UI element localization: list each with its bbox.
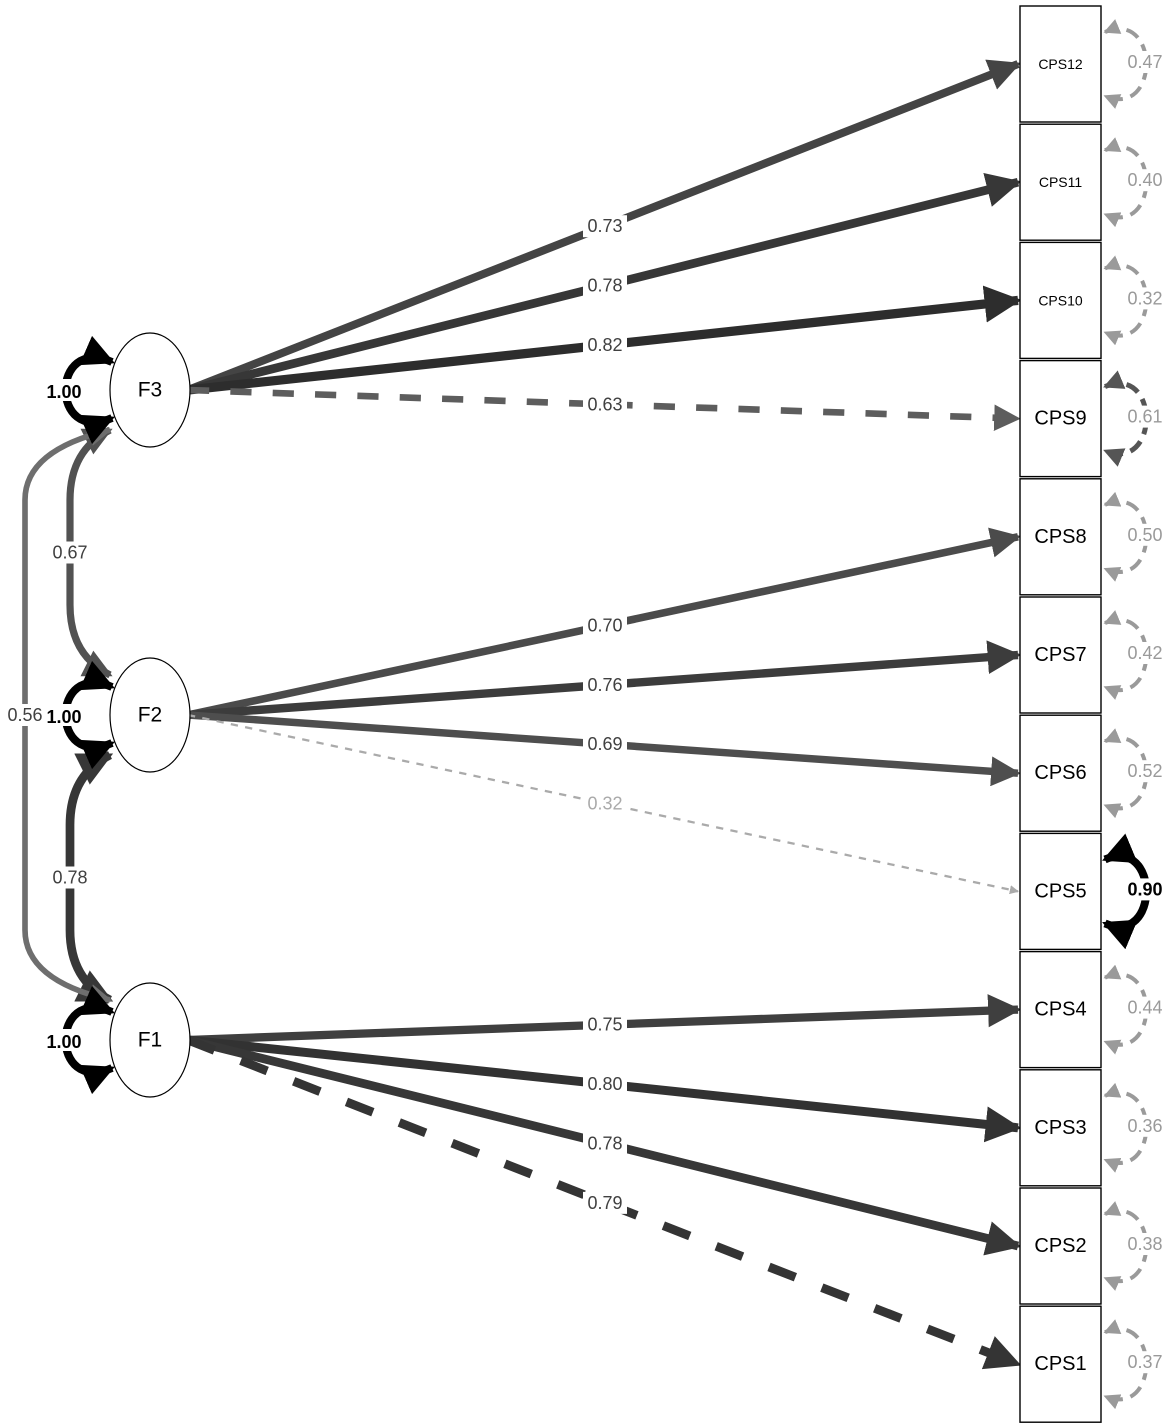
indicator-label-cps9: CPS9 [1034,408,1086,430]
residual-label-bg [1125,642,1167,664]
residual-label-bg [1125,996,1167,1019]
residual-label-bg [1125,287,1167,310]
indicator-box-cps12 [1019,5,1102,123]
indicator-label-cps10: CPS10 [1038,292,1083,308]
loading-value-cps1: 0.79 [587,1193,622,1213]
residual-value-cps12: 0.47 [1127,52,1162,72]
loading-path-f3-cps9 [187,386,1021,432]
indicator-label-cps3: CPS3 [1034,1117,1086,1139]
loading-value-cps10: 0.82 [587,335,622,355]
factor-node-f1 [109,982,191,1098]
covariance-label-bg [48,866,92,889]
factor-node-f2 [109,657,191,773]
loading-label-bg [583,1132,627,1155]
indicator-box-cps3 [1019,1069,1102,1187]
loading-value-cps3: 0.80 [587,1074,622,1094]
residual-label-bg [1125,760,1167,783]
residual-label-bg [1125,1233,1167,1255]
factor-label-f2: F2 [138,704,163,727]
loading-value-cps2: 0.78 [587,1133,622,1153]
covariance-label-bg [3,704,47,726]
indicator-box-cps8 [1019,478,1102,596]
residual-value-cps7: 0.42 [1127,643,1162,663]
residual-value-cps6: 0.52 [1127,761,1162,781]
indicator-label-cps7: CPS7 [1034,644,1086,666]
indicator-box-cps9 [1019,359,1102,478]
loading-label-bg [583,673,627,696]
loading-label-bg [583,792,627,815]
indicator-label-cps1: CPS1 [1034,1353,1086,1375]
covariance-value-f2-f1: 0.78 [52,868,87,888]
residual-label-bg [1125,51,1167,73]
indicator-label-cps8: CPS8 [1034,526,1086,548]
residual-value-cps3: 0.36 [1127,1116,1162,1136]
indicator-label-cps5: CPS5 [1034,880,1086,902]
loading-label-bg [583,393,627,416]
indicator-label-cps12: CPS12 [1038,56,1083,72]
covariance-value-f3-f1: 0.56 [7,705,42,725]
residual-value-cps4: 0.44 [1127,998,1162,1018]
residual-label-bg [1125,169,1167,192]
loading-value-cps9: 0.63 [587,394,622,414]
loading-value-cps4: 0.75 [587,1015,622,1035]
loading-value-cps11: 0.78 [587,276,622,296]
variance-value-f1: 1.00 [46,1032,81,1052]
indicator-label-cps4: CPS4 [1034,999,1086,1021]
indicator-box-cps1 [1019,1305,1102,1423]
residual-label-bg [1125,405,1167,428]
loading-value-cps6: 0.69 [587,734,622,754]
indicator-box-cps7 [1019,596,1102,714]
residual-label-bg [1125,878,1167,901]
residual-label-bg [1125,1351,1167,1374]
variance-label-bg [42,379,86,401]
indicator-label-cps2: CPS2 [1034,1235,1086,1257]
residual-value-cps10: 0.32 [1127,288,1162,308]
variance-label-bg [42,704,86,726]
covariance-value-f3-f2: 0.67 [52,543,87,563]
indicator-label-cps6: CPS6 [1034,762,1086,784]
indicator-box-cps5 [1019,832,1102,951]
loading-label-bg [583,614,627,637]
residual-value-cps1: 0.37 [1127,1352,1162,1372]
indicator-label-cps11: CPS11 [1039,174,1083,190]
residual-label-bg [1125,1114,1167,1137]
loading-path-f1-cps1 [186,1035,1022,1370]
loading-label-bg [583,333,627,356]
indicator-box-cps11 [1019,123,1102,241]
loading-value-cps12: 0.73 [587,216,622,236]
residual-value-cps8: 0.50 [1127,525,1162,545]
loading-value-cps7: 0.76 [587,675,622,695]
indicator-box-cps6 [1019,714,1102,832]
loading-label-bg [583,733,627,756]
loading-value-cps5: 0.32 [587,794,622,814]
loading-label-bg [583,215,627,238]
indicator-box-cps4 [1019,950,1102,1069]
loading-label-bg [583,1191,627,1214]
loading-label-bg [583,274,627,297]
variance-value-f3: 1.00 [46,382,81,402]
factor-node-f3 [109,332,191,448]
indicator-box-cps10 [1019,241,1102,360]
loading-label-bg [583,1073,627,1096]
residual-label-bg [1125,523,1167,546]
residual-value-cps9: 0.61 [1127,407,1162,427]
residual-value-cps5: 0.90 [1127,879,1162,899]
factor-label-f3: F3 [138,379,163,402]
residual-value-cps2: 0.38 [1127,1234,1162,1254]
loading-label-bg [583,1013,627,1036]
loading-value-cps8: 0.70 [587,615,622,635]
variance-value-f2: 1.00 [46,707,81,727]
covariance-label-bg [48,541,92,564]
factor-label-f1: F1 [138,1029,163,1052]
indicator-box-cps2 [1019,1187,1102,1305]
residual-value-cps11: 0.40 [1127,170,1162,190]
variance-label-bg [42,1029,86,1051]
